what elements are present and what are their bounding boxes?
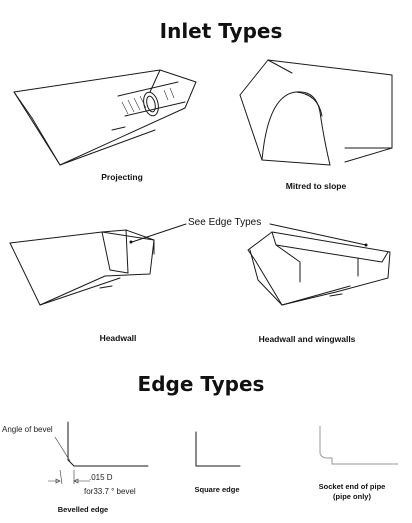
headwall-wingwalls-caption: Headwall and wingwalls [259,334,356,344]
bevel-dimension-note: for33.7 ° bevel [84,487,136,496]
callout-dot-left [129,240,133,244]
callout-dot-right [364,243,368,247]
socket-end-drawing [319,426,398,465]
mitred-caption: Mitred to slope [286,181,347,191]
bevelled-edge-drawing [48,421,149,485]
mitred-inlet-drawing [239,59,393,166]
edge-types-title: Edge Types [138,372,265,396]
headwall-caption: Headwall [100,333,137,343]
square-edge-caption: Square edge [194,485,239,494]
projecting-caption: Projecting [101,172,143,182]
headwall-inlet-drawing [9,229,155,306]
bevel-dimension-value: .015 D [89,473,113,482]
inlet-types-title: Inlet Types [160,19,283,43]
headwall-wingwalls-drawing [247,231,391,306]
see-edge-types-callout: See Edge Types [188,217,261,228]
socket-end-caption: Socket end of pipe [319,482,386,491]
callout-leader-left [131,223,187,243]
angle-of-bevel-label: Angle of bevel [2,425,53,434]
bevelled-edge-caption: Bevelled edge [58,505,108,514]
bevel-angle-leader [54,436,71,462]
callout-leader-right [269,223,367,246]
socket-end-caption-note: (pipe only) [333,492,371,501]
projecting-inlet-drawing [13,69,197,166]
square-edge-drawing [195,431,241,467]
